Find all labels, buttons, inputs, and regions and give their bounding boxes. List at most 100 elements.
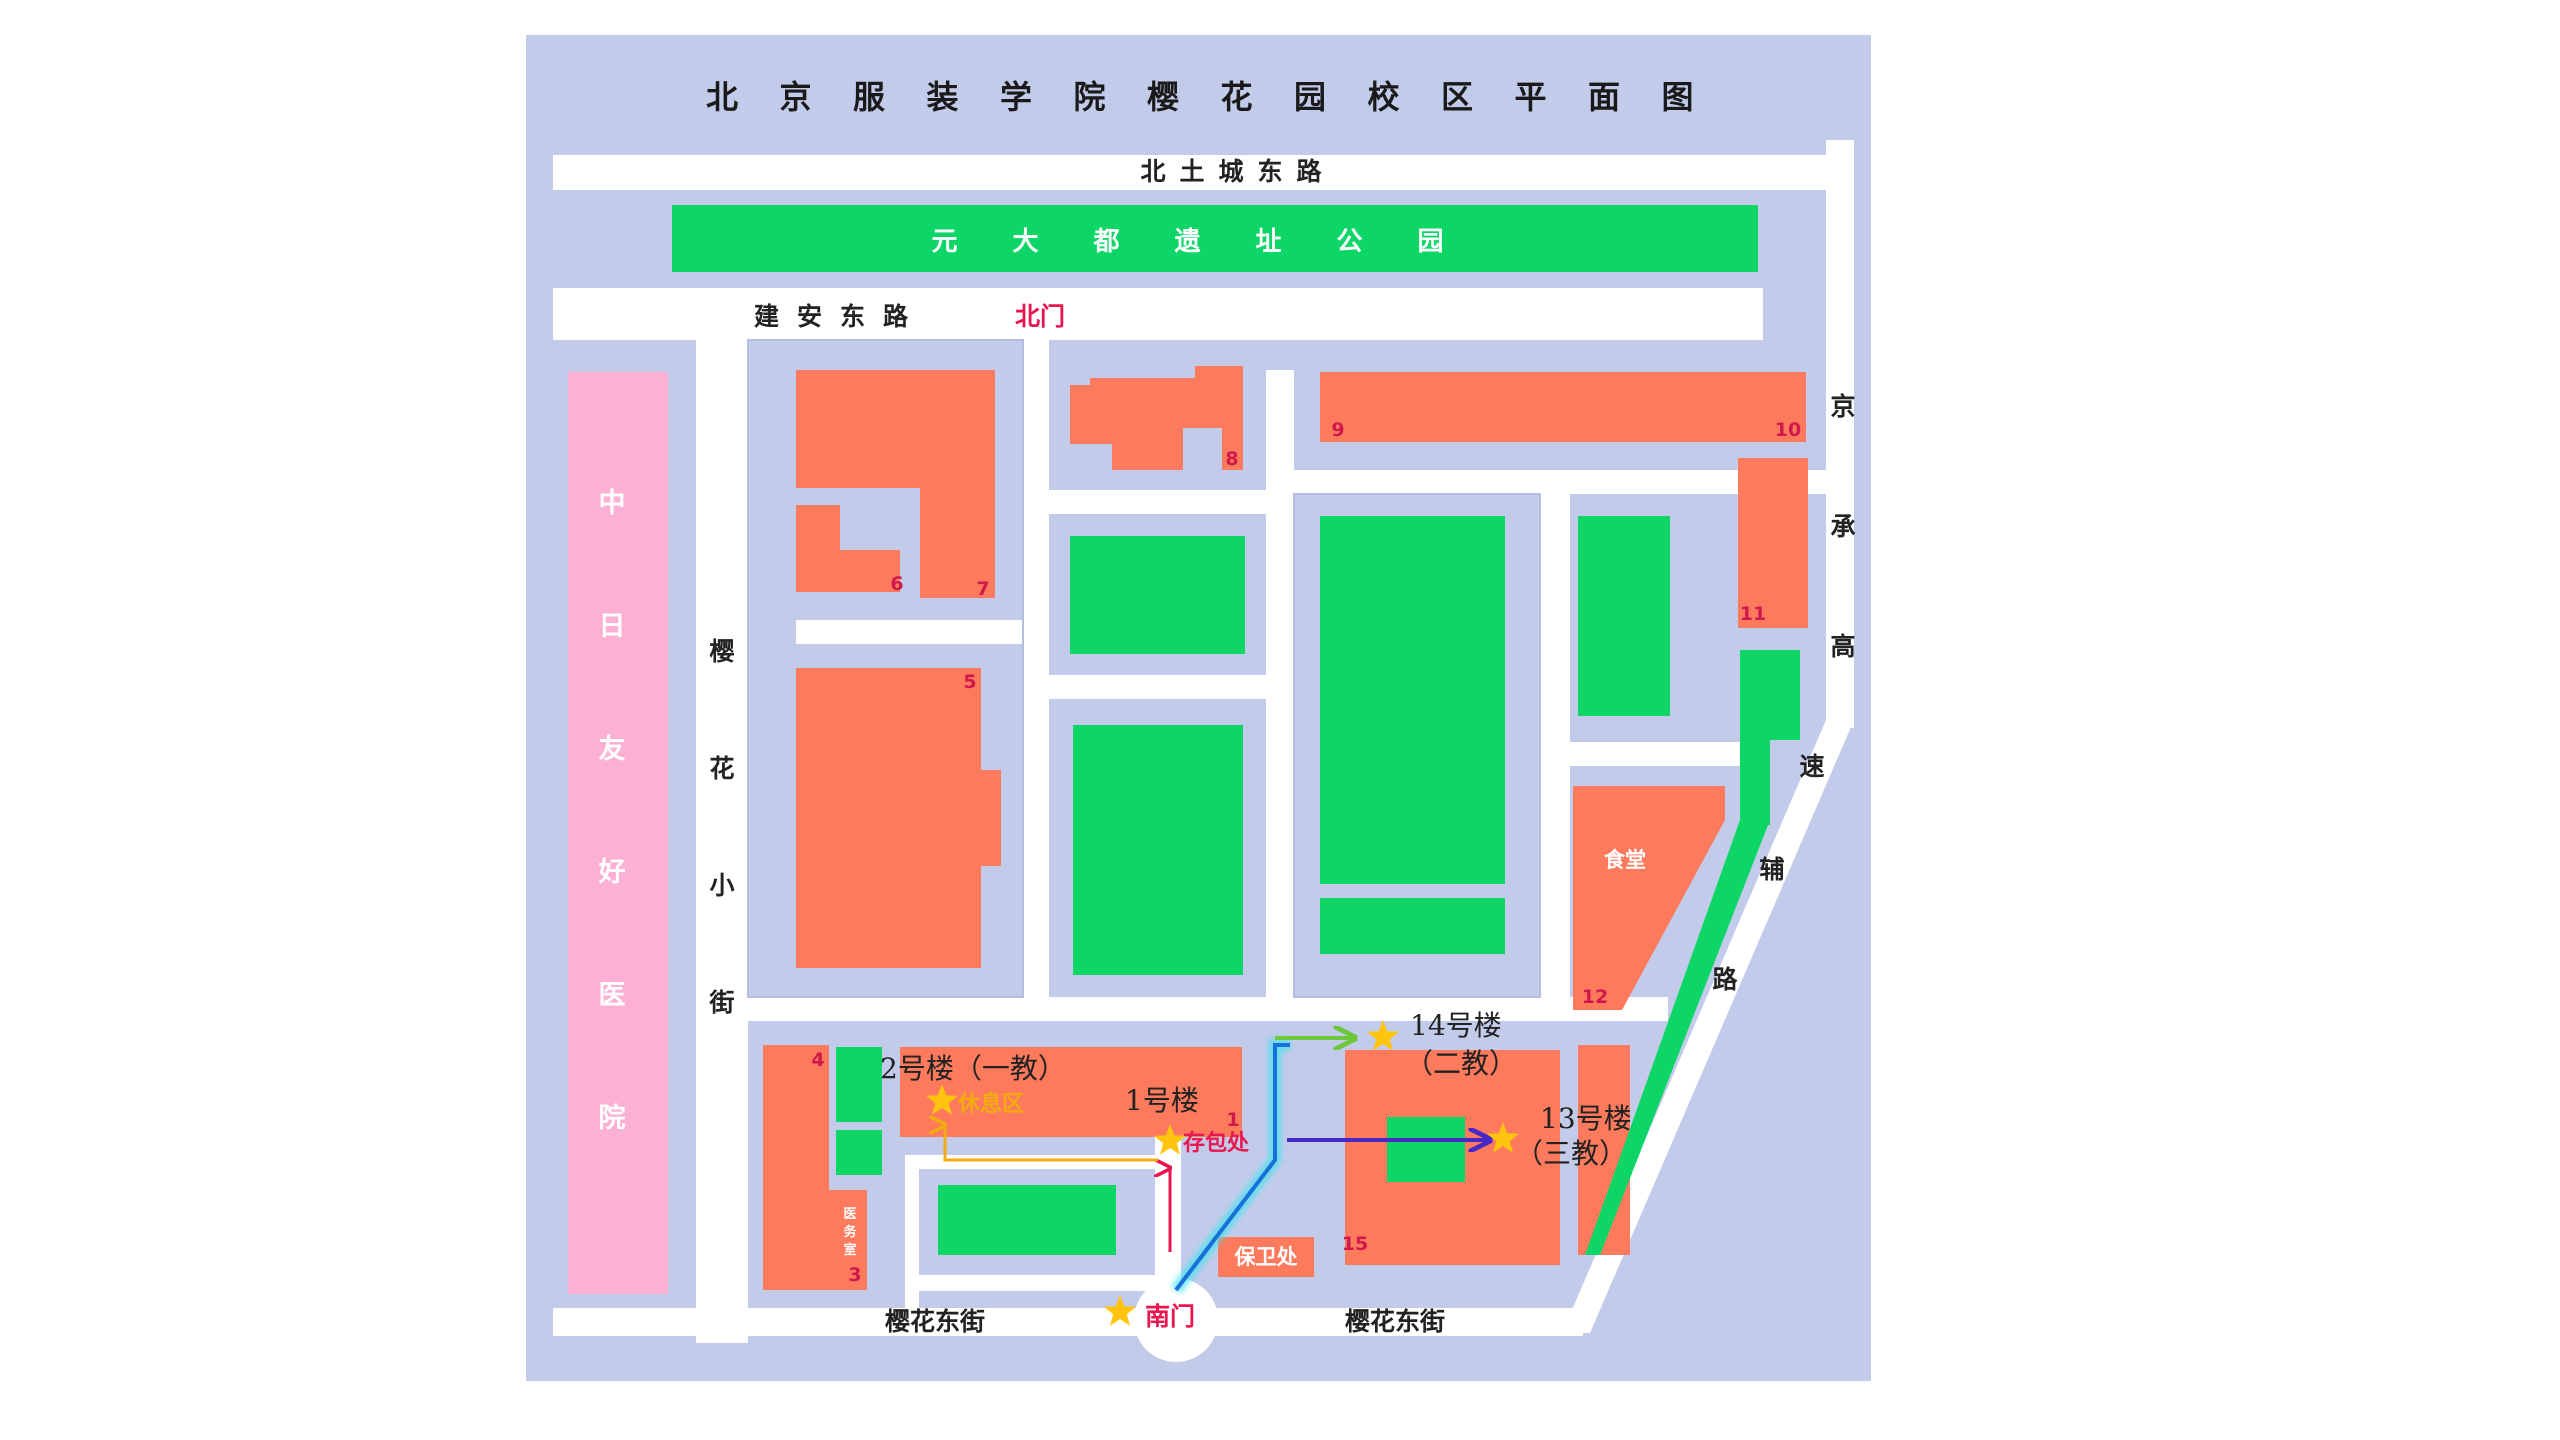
building-2-label: 2号楼（一教） [880,1052,1066,1085]
campus-road-e-w [748,997,1668,1021]
route-yellow [945,1125,1158,1162]
security-office [1218,1237,1314,1277]
star-icon [1366,1020,1400,1051]
north-outer-road-label: 北土城东路 [1140,157,1335,186]
building-13-label-2: （三教） [1515,1137,1627,1170]
title-char: 花 [1220,78,1252,116]
park-label: 元大都遗址公园 [931,227,1498,257]
campus-road-n-s-3 [1540,480,1570,1000]
east-highway-char: 速 [1799,752,1824,781]
green-1 [1070,536,1245,654]
title-char: 区 [1441,78,1473,116]
campus-road-mid-5 [1566,742,1752,766]
roads [553,140,1854,1362]
east-aux-char: 辅 [1759,855,1784,884]
east-highway-char: 京 [1830,392,1855,421]
south-street-label-west: 樱花东街 [885,1307,985,1336]
title-char: 平 [1514,78,1546,116]
north-outer-road [553,155,1833,190]
green-7 [836,1130,882,1175]
hospital-char: 医 [599,980,626,1011]
north-gate-label: 北门 [1015,302,1065,331]
green-3 [1320,516,1505,884]
hospital-char: 日 [599,611,626,642]
west-street-char: 街 [708,988,734,1017]
campus-road-south-loop-w [905,1155,919,1308]
baggage-label: 存包处 [1183,1130,1249,1156]
building-2 [900,1047,1242,1137]
green-2 [1073,725,1243,975]
title-char: 装 [926,78,958,116]
title-char: 园 [1294,78,1326,116]
building-number: 11 [1740,603,1766,625]
block-edges [747,339,1541,998]
north-inner-road [553,288,1763,340]
stars [925,1020,1520,1326]
building-number: 4 [811,1049,824,1071]
clinic-char: 医 [843,1207,856,1222]
hospital-char: 院 [599,1102,626,1134]
title-char: 院 [1073,78,1105,116]
building-4-3-ext [829,1190,867,1290]
clinic-char: 室 [843,1242,856,1258]
buildings [763,366,1808,1290]
campus-road-n-s-1 [1023,340,1049,1020]
canteen-12 [1573,786,1725,1010]
title-char: 校 [1367,78,1399,116]
east-aux-road-label: 辅路 [1712,855,1784,994]
building-14-label-1: 14号楼 [1410,1009,1502,1042]
green-courtyard [1387,1117,1465,1182]
building-4-3 [763,1045,829,1290]
green-5 [1578,516,1670,716]
campus-road-n-s-2 [1266,370,1294,1020]
south-street-label-east: 樱花东街 [1345,1307,1445,1336]
campus-road-mid-1 [796,620,1024,644]
hospital-area [568,372,668,1294]
building-number: 12 [1582,986,1608,1008]
building-number: 7 [976,578,989,600]
green-spaces [836,516,1800,1255]
east-highway-char: 承 [1830,512,1855,541]
map-title: 北京服装学院樱花园校区平面图 [706,78,1694,116]
star-icon [1486,1122,1520,1153]
building-number: 9 [1331,419,1344,441]
green-6 [836,1047,882,1122]
south-street-road [553,1308,1583,1336]
title-char: 樱 [1147,78,1179,116]
title-char: 北 [706,78,738,116]
green-strip-1 [1740,650,1770,825]
building-1-label: 1号楼 [1125,1084,1199,1117]
title-char: 服 [853,78,885,116]
star-icon [1103,1295,1137,1326]
clinic-char: 务 [843,1224,857,1240]
east-highway-char: 高 [1830,632,1855,661]
green-4 [1320,898,1505,954]
building-11 [1738,458,1808,628]
green-strip-diag [1585,820,1770,1255]
canteen-label: 食堂 [1604,848,1646,872]
routes [945,1038,1490,1294]
building-14-label-2: （二教） [1405,1047,1517,1080]
campus-road-mid-3 [1049,675,1266,699]
title-char: 学 [1000,78,1032,116]
campus-road-mid-2 [1049,490,1266,514]
west-street-road [696,340,748,1343]
green-strip-2 [1770,650,1800,740]
building-number: 3 [848,1264,861,1286]
building-number: 10 [1775,419,1801,441]
hospital-char: 友 [599,734,626,765]
west-street-char: 小 [709,871,734,900]
title-char: 京 [779,78,811,116]
west-street-char: 樱 [709,637,734,666]
south-gate-label: 南门 [1145,1302,1195,1331]
clinic-label: 医务室 [843,1207,857,1258]
building-number: 1 [1226,1109,1239,1131]
north-inner-road-label: 建安东路 [754,302,926,331]
star-icon [925,1084,959,1115]
east-highway-road [1826,140,1854,728]
green-8 [938,1185,1116,1255]
rest-area-label: 休息区 [957,1091,1024,1117]
